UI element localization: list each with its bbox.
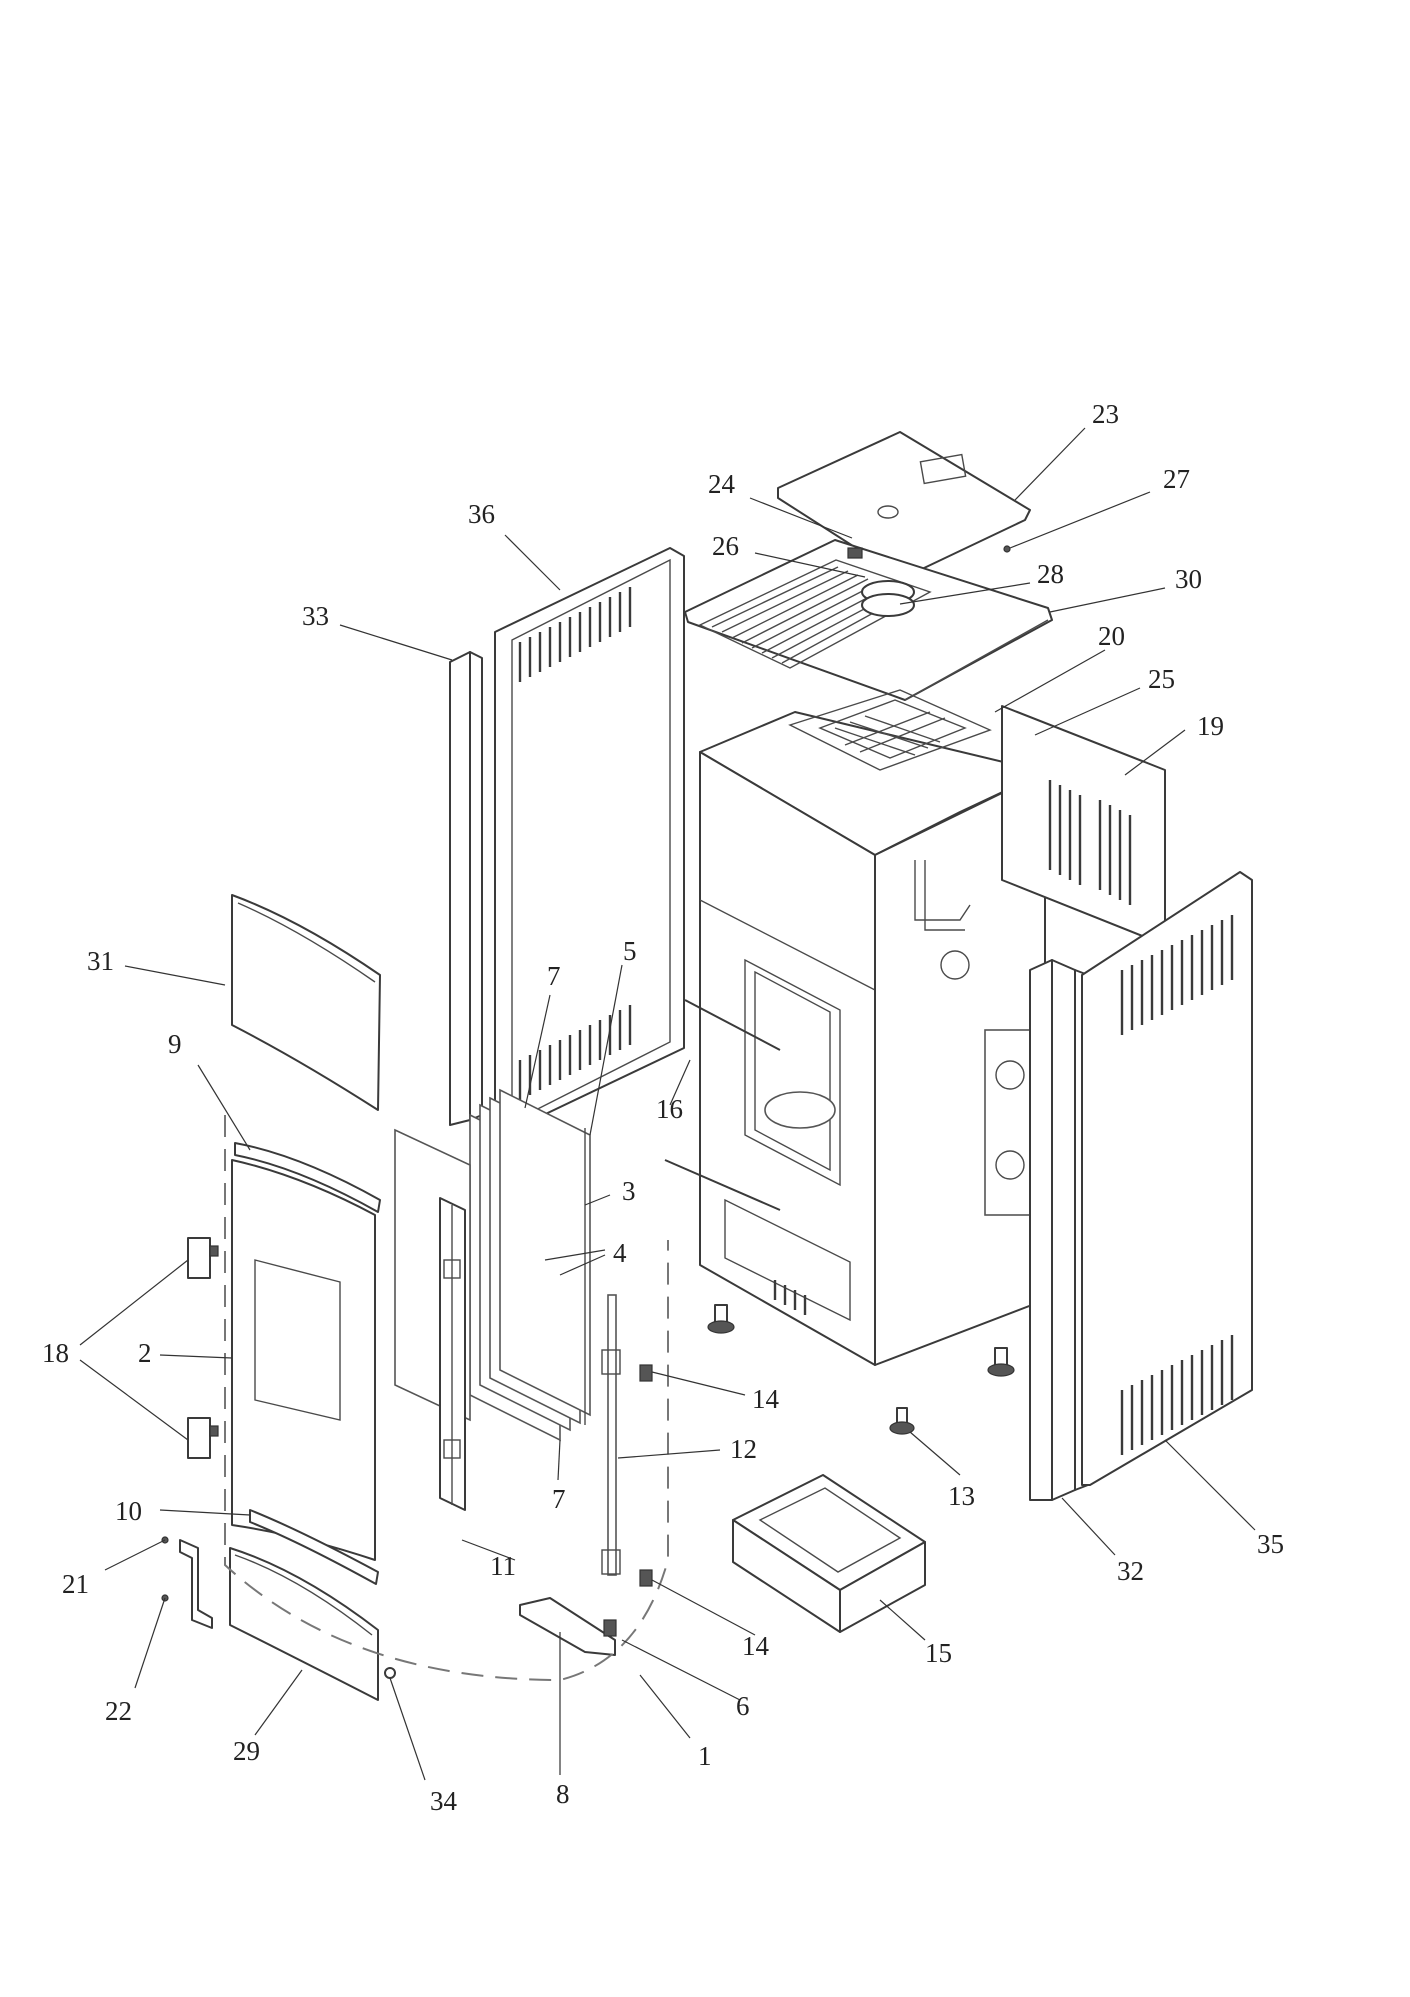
callout-14-bottom: 14 <box>742 1631 770 1661</box>
callout-33: 33 <box>302 601 329 631</box>
upper-front-panel <box>231 894 381 1111</box>
adjustable-foot <box>707 1304 735 1334</box>
callout-24: 24 <box>708 469 736 499</box>
hinge-upper <box>187 1237 219 1279</box>
knob-34 <box>384 1667 396 1679</box>
callout-3: 3 <box>622 1176 636 1206</box>
hinge-rail <box>439 1197 466 1511</box>
callout-6: 6 <box>736 1691 750 1721</box>
stove-main-body <box>664 689 1046 1377</box>
callout-31: 31 <box>87 946 114 976</box>
callout-14-top: 14 <box>752 1384 780 1414</box>
ash-drawer <box>732 1474 926 1633</box>
callout-34: 34 <box>430 1786 458 1816</box>
bottom-front-panel <box>229 1547 379 1701</box>
callout-15: 15 <box>925 1638 952 1668</box>
right-side-panel <box>1081 871 1253 1486</box>
callout-7-bottom: 7 <box>552 1484 566 1514</box>
callout-19: 19 <box>1197 711 1224 741</box>
callout-30: 30 <box>1175 564 1202 594</box>
hook-upper <box>639 1364 653 1382</box>
callout-5: 5 <box>623 936 637 966</box>
callout-18: 18 <box>42 1338 69 1368</box>
main-door <box>231 1159 376 1561</box>
callout-13: 13 <box>948 1481 975 1511</box>
callout-29: 29 <box>233 1736 260 1766</box>
callout-26: 26 <box>712 531 739 561</box>
door-top-profile <box>234 1142 381 1213</box>
callout-35: 35 <box>1257 1529 1284 1559</box>
callout-9: 9 <box>168 1029 182 1059</box>
right-side-column <box>1029 959 1089 1501</box>
callout-1: 1 <box>698 1741 712 1771</box>
top-grille-frame <box>684 539 1053 701</box>
callout-27: 27 <box>1163 464 1190 494</box>
callout-20: 20 <box>1098 621 1125 651</box>
callout-12: 12 <box>730 1434 757 1464</box>
callout-7-top: 7 <box>547 961 561 991</box>
callout-4: 4 <box>613 1238 627 1268</box>
adjustable-foot-13 <box>889 1407 915 1435</box>
bracket <box>179 1539 213 1629</box>
callout-16: 16 <box>656 1094 683 1124</box>
door-bottom-profile <box>249 1509 379 1585</box>
leader-lines <box>79 427 1256 1781</box>
door-frame-stack <box>394 1088 591 1442</box>
adjustable-foot <box>987 1347 1015 1377</box>
hinge-lower <box>187 1417 219 1459</box>
callout-22: 22 <box>105 1696 132 1726</box>
callout-21: 21 <box>62 1569 89 1599</box>
callout-10: 10 <box>115 1496 142 1526</box>
left-side-panel <box>494 547 685 1131</box>
door-swing-outline <box>224 1115 669 1682</box>
callout-23: 23 <box>1092 399 1119 429</box>
callout-32: 32 <box>1117 1556 1144 1586</box>
door-shaft <box>601 1294 621 1576</box>
callout-25: 25 <box>1148 664 1175 694</box>
screw-27 <box>1003 545 1011 553</box>
callout-2: 2 <box>138 1338 152 1368</box>
hook-lower <box>639 1569 653 1587</box>
door-handle <box>519 1597 617 1656</box>
callout-11: 11 <box>490 1551 516 1581</box>
callout-36: 36 <box>468 499 495 529</box>
callout-labels: 23 27 24 26 28 30 20 25 19 36 33 31 7 5 … <box>42 399 1284 1816</box>
top-cover-plate <box>777 431 1031 579</box>
left-column <box>449 651 483 1126</box>
callout-8: 8 <box>556 1779 570 1809</box>
callout-28: 28 <box>1037 559 1064 589</box>
